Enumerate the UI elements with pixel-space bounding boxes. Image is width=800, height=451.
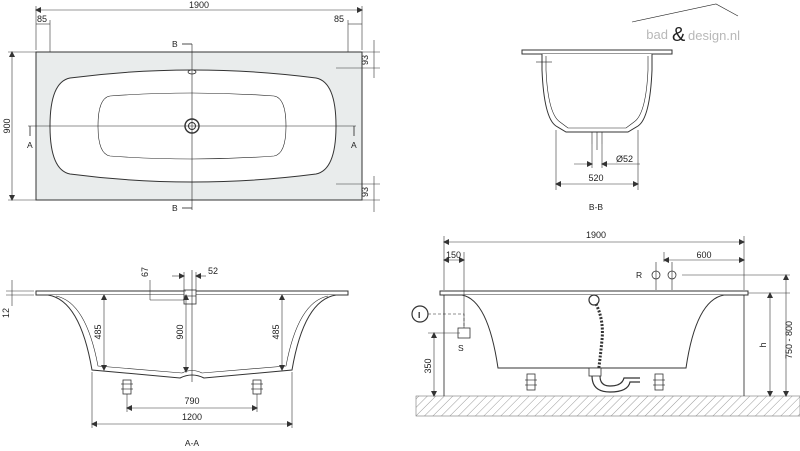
dim-aa-485-left: 485	[93, 324, 103, 339]
dim-aa-485-right: 485	[271, 324, 281, 339]
foot-left-icon	[121, 379, 133, 395]
floor-hatch	[415, 395, 800, 417]
logo: bad & design.nl	[631, 3, 740, 46]
dim-bb-520: 520	[588, 173, 603, 183]
installation-rim	[439, 290, 749, 296]
dim-top-85-left: 85	[37, 14, 47, 24]
installation-foot-left-icon	[525, 373, 537, 391]
dim-install-350: 350	[423, 358, 433, 373]
section-marker-a-left: A	[27, 140, 33, 150]
marker-i-circle	[411, 305, 429, 323]
dim-install-750-800: 750 - 800	[784, 321, 794, 359]
dim-top-1900: 1900	[189, 0, 209, 10]
dim-install-1900: 1900	[586, 230, 606, 240]
logo-text-design: design.nl	[688, 28, 740, 43]
section-aa-caption: A-A	[185, 438, 200, 448]
installation-view: R S I 1900 150 600 350 h 750 - 800	[411, 230, 800, 417]
section-aa: 12 67 52 485 900 485 790 1200 A-A	[1, 266, 349, 448]
marker-i: I	[418, 310, 420, 320]
dim-top-900: 900	[2, 118, 12, 133]
dim-top-93-upper: 93	[360, 55, 370, 65]
section-marker-b-bottom: B	[172, 203, 178, 213]
section-bb: Ø52 520 B-B	[521, 49, 673, 212]
section-bb-shell	[541, 54, 653, 133]
top-view-bottom	[97, 92, 287, 160]
dim-install-600: 600	[696, 250, 711, 260]
logo-text-bad: bad	[646, 27, 668, 42]
section-bb-caption: B-B	[589, 202, 604, 212]
installation-shell	[461, 294, 725, 369]
dim-bb-diameter: Ø52	[616, 154, 633, 164]
dim-aa-790: 790	[184, 396, 199, 406]
dim-top-93-lower: 93	[360, 187, 370, 197]
installation-foot-right-icon	[653, 373, 665, 391]
tap-fittings-icon	[651, 262, 677, 290]
section-marker-b-top: B	[172, 39, 178, 49]
top-view: 1900 85 85 900 93 93 A A B B	[2, 0, 380, 213]
dim-aa-67: 67	[140, 267, 150, 277]
dim-aa-12: 12	[1, 308, 11, 318]
section-marker-a-right: A	[351, 140, 357, 150]
foot-right-icon	[251, 379, 263, 395]
marker-r: R	[636, 270, 642, 280]
dim-install-150: 150	[446, 250, 461, 260]
dim-aa-1200: 1200	[182, 412, 202, 422]
logo-ampersand-icon: &	[672, 24, 686, 46]
dim-aa-900: 900	[175, 324, 185, 339]
waste-pipe-icon	[588, 294, 640, 393]
marker-s: S	[458, 343, 464, 353]
dim-aa-52: 52	[208, 266, 218, 276]
dim-install-h: h	[758, 342, 768, 347]
section-bb-rim	[521, 49, 673, 55]
dim-top-85-right: 85	[334, 14, 344, 24]
